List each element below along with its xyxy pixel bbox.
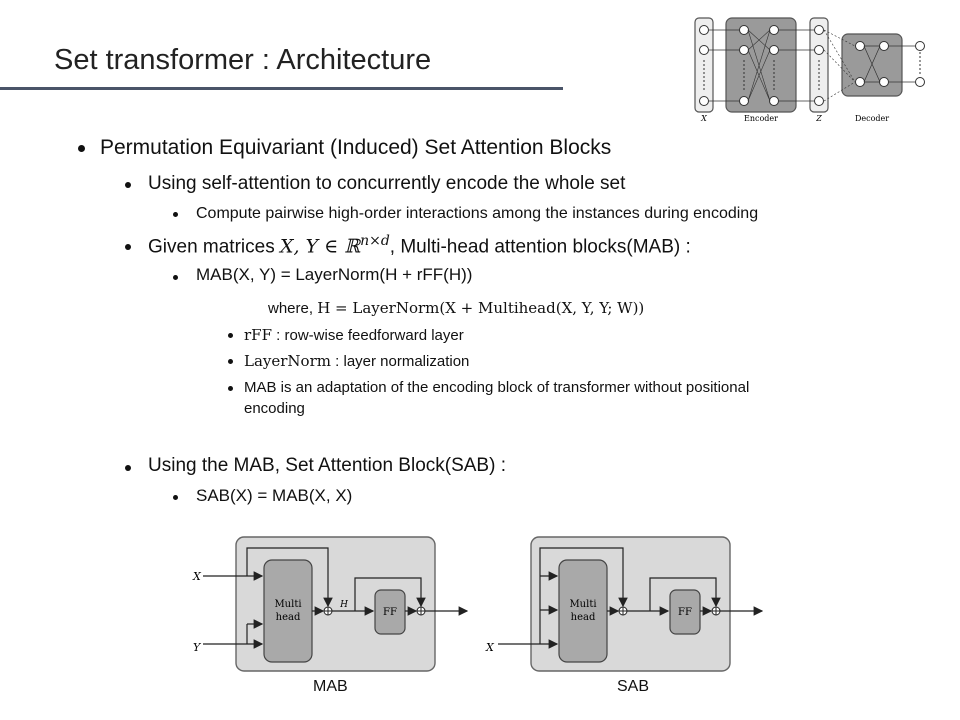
sab-multihead-line2: head (571, 612, 596, 623)
mab-caption: MAB (313, 678, 348, 695)
sab-caption: SAB (617, 678, 650, 695)
where-line: where, H = LayerNorm(X + Multihead(X, Y,… (268, 299, 644, 317)
bullet-dot (125, 244, 131, 250)
bullet-using-mab: Using the MAB, Set Attention Block(SAB) … (148, 455, 506, 476)
architecture-figure: X Encoder Z Decoder (694, 17, 925, 123)
bullet-dot (173, 495, 178, 500)
bullet-dot (228, 359, 233, 364)
sab-formula: SAB(X) = MAB(X, X) (196, 486, 353, 505)
bullet-dot (125, 182, 131, 188)
fig-label-encoder: Encoder (744, 114, 778, 123)
bullet-dot (173, 275, 178, 280)
sab-multihead-line1: Multi (569, 599, 596, 610)
bullet-dot (173, 212, 178, 217)
mab-multihead-line1: Multi (274, 599, 301, 610)
mab-formula: MAB(X, Y) = LayerNorm(H + rFF(H)) (196, 265, 473, 284)
fig-label-decoder: Decoder (855, 114, 889, 123)
bullet-mab-adaptation-line2: encoding (244, 400, 305, 417)
bullet-dot (228, 386, 233, 391)
sab-input-x: X (485, 641, 495, 654)
bullet-layernorm: LayerNorm : layer normalization (244, 352, 469, 370)
fig-label-x: X (700, 114, 707, 123)
given-math: X, Y ∈ ℝ (279, 235, 361, 258)
bullet-dot (78, 145, 85, 152)
fig-label-z: Z (815, 114, 822, 123)
where-formula: H = LayerNorm(X + Multihead(X, Y, Y; W)) (317, 299, 645, 317)
bullet-dot (228, 333, 233, 338)
rff-text: : row-wise feedforward layer (272, 327, 464, 344)
mab-multihead-line2: head (276, 612, 301, 623)
sab-ff-label: FF (678, 607, 692, 618)
mab-input-x: X (192, 570, 202, 583)
bullet-pairwise-interactions: Compute pairwise high-order interactions… (196, 205, 759, 222)
given-prefix: Given matrices (148, 236, 280, 258)
sab-diagram: X Multi head FF (485, 536, 764, 672)
bullet-self-attention: Using self-attention to concurrently enc… (148, 173, 626, 194)
where-label: where, (268, 300, 318, 317)
given-suffix: , Multi-head attention blocks(MAB) : (389, 236, 691, 258)
layernorm-term: LayerNorm (244, 352, 331, 370)
rff-term: rFF (244, 326, 272, 344)
mab-diagram: X Y Multi head H FF (192, 536, 469, 672)
bullet-given-matrices: Given matrices X, Y ∈ ℝn×d, Multi-head a… (148, 233, 691, 258)
bullet-mab-adaptation-line1: MAB is an adaptation of the encoding blo… (244, 379, 750, 396)
mab-h-label: H (339, 600, 348, 610)
slide-title: Set transformer : Architecture (54, 44, 432, 76)
mab-input-y: Y (193, 641, 202, 654)
bullet-permutation-equivariant: Permutation Equivariant (Induced) Set At… (100, 136, 612, 159)
layernorm-text: : layer normalization (330, 353, 470, 370)
given-sup: n×d (360, 233, 390, 249)
title-underline (0, 87, 563, 90)
mab-ff-label: FF (383, 607, 397, 618)
bullet-dot (125, 465, 131, 471)
bullet-rff: rFF : row-wise feedforward layer (244, 326, 464, 344)
